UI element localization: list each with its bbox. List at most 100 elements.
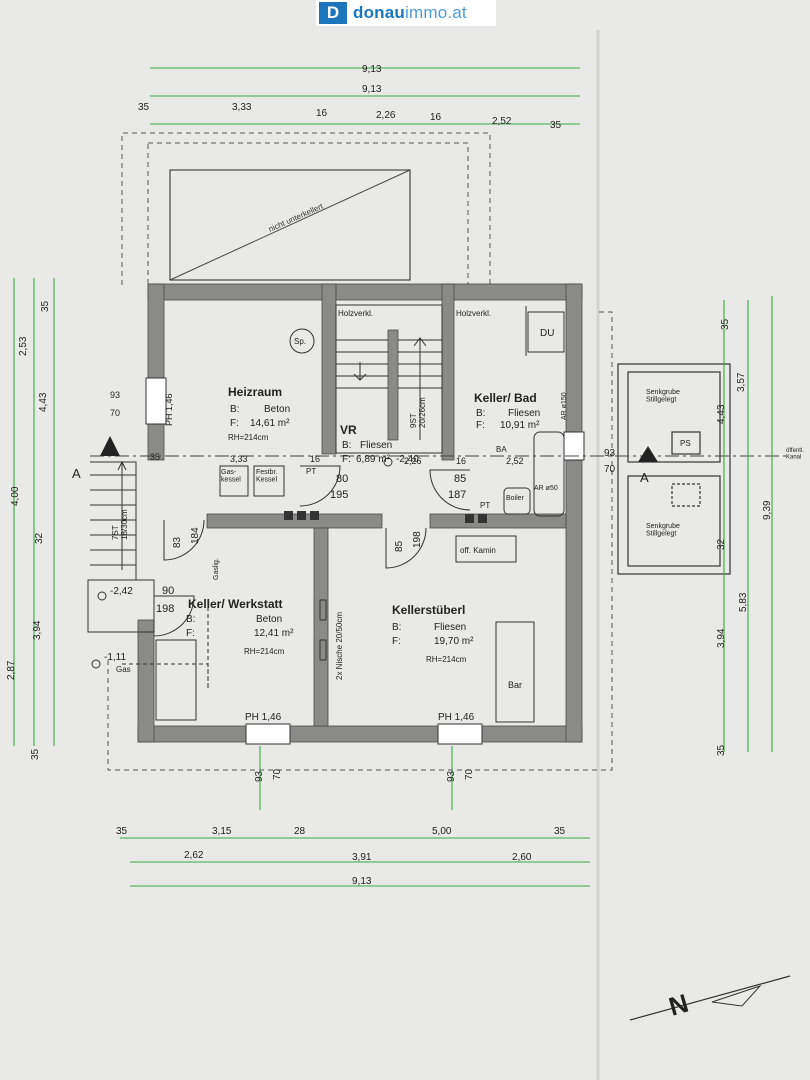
dim-top-252: 2,52: [492, 116, 512, 127]
exterior-stair-outline: [90, 461, 137, 581]
label-nische: 2x Nische 20/50cm: [335, 612, 344, 680]
dim-bottom-35b: 35: [554, 826, 566, 837]
room-bad-b: Fliesen: [508, 408, 540, 419]
septic-area: [617, 363, 731, 575]
dim-top-16a: 16: [316, 108, 328, 119]
label-252: 2,52: [506, 456, 524, 466]
fixture-festbr: [253, 465, 285, 497]
label-ph-bottom-2: PH 1,46: [438, 712, 475, 723]
label-north: N: [665, 988, 691, 1022]
label-du: DU: [540, 328, 554, 339]
ps-box: [671, 431, 701, 455]
label-bar: Bar: [508, 680, 522, 690]
dim-top-226: 2,26: [376, 110, 396, 121]
wall-right: [565, 283, 583, 743]
dim-bottom-28: 28: [294, 826, 306, 837]
room-heizraum-f: 14,61 m²: [250, 418, 290, 429]
room-labels: Heizraum B: Beton F: 14,61 m² RH=214cm V…: [186, 385, 540, 664]
dim-right-35b: 35: [716, 744, 727, 756]
fixtures: [219, 306, 565, 723]
wall-heizraum-vr: [321, 283, 337, 455]
label-195: 195: [330, 489, 348, 501]
label-pt-2: PT: [480, 501, 490, 510]
label-35-section: 35: [150, 452, 160, 462]
room-werkstatt-f-label: F:: [186, 628, 195, 639]
label-187: 187: [448, 489, 466, 501]
septic-outer: [617, 363, 731, 575]
room-werkstatt-rh: RH=214cm: [244, 647, 285, 656]
stair-core-wall: [387, 329, 399, 441]
room-stueberl-rh: RH=214cm: [426, 655, 467, 664]
label-gaskessel: Gas-kessel: [221, 469, 241, 484]
section-arrow-right: [638, 446, 658, 462]
dim-left-32: 32: [34, 532, 45, 544]
label-nicht-unterkellert: nicht unterkellert: [267, 201, 325, 233]
dim-bottom-262: 2,62: [184, 850, 204, 861]
dim-right-394: 3,94: [716, 628, 727, 648]
door-heizraum-arc: [299, 465, 341, 507]
dim-left-253: 2,53: [18, 336, 29, 356]
label-16b: 16: [456, 456, 466, 466]
fixture-gaskessel: [219, 465, 249, 497]
label-ph-left: PH 1,46: [164, 393, 174, 426]
label-section-a-right: A: [640, 470, 649, 485]
dim-left-443: 4,43: [38, 392, 49, 412]
label-festbr: Festbr.Kessel: [256, 469, 277, 484]
logo-text: donauimmo.at: [353, 3, 467, 23]
dim-left-400: 4,00: [10, 486, 21, 506]
niche-2: [319, 639, 327, 661]
label-198a: 198: [156, 603, 174, 615]
dim-right-35a: 35: [720, 318, 731, 330]
fixture-bathtub: [533, 431, 565, 517]
septic-tank-2: [627, 475, 721, 567]
label-boiler: Boiler: [506, 495, 525, 502]
room-heizraum-f-label: F:: [230, 418, 239, 429]
label-70d: 70: [464, 768, 475, 780]
fixture-kamin: [455, 535, 517, 563]
dim-right-443: 4,43: [716, 404, 727, 424]
room-stueberl-name: Kellerstüberl: [392, 603, 465, 617]
walls: [137, 283, 583, 743]
window-bottom-1: [245, 723, 291, 745]
label-ph-bottom-1: PH 1,46: [245, 712, 282, 723]
wall-vr-bad: [441, 283, 455, 461]
dim-bottom-500: 5,00: [432, 826, 452, 837]
room-bad-b-label: B:: [476, 408, 485, 419]
room-stueberl-b: Fliesen: [434, 622, 466, 633]
fixture-sp-circle: [289, 328, 315, 354]
fixture-boiler: [503, 487, 531, 515]
dim-bottom-913: 9,13: [352, 876, 372, 887]
dim-right-583: 5,83: [738, 592, 749, 612]
dim-bottom-391: 3,91: [352, 852, 372, 863]
landing: [87, 579, 155, 633]
label-stairs-outer: 7ST18/30cm: [111, 509, 129, 540]
fixture-bar: [495, 621, 535, 723]
window-left: [145, 377, 167, 425]
doors: [122, 465, 471, 721]
misc-labels: Holzverkl. Holzverkl. DU Sp. PH 1,46 PH …: [72, 309, 804, 1022]
room-heizraum-b-label: B:: [230, 404, 239, 415]
wall-top: [147, 283, 583, 301]
wall-werkstatt-stueberl: [313, 527, 329, 727]
dashed-upper-outline: [121, 132, 491, 285]
label-stairs-inner: 9ST20/26cm: [409, 397, 427, 428]
label-level-240: -2,40: [396, 454, 419, 465]
dim-bottom-35a: 35: [116, 826, 128, 837]
door-werkstatt-arc: [163, 519, 205, 561]
label-184: 184: [190, 527, 201, 544]
room-bad-name: Keller/ Bad: [474, 391, 537, 405]
room-vr-f: 6,89 m²: [356, 454, 391, 465]
dims-left: 35 2,53 4,43 4,00 32 3,94 2,87 35: [6, 300, 51, 760]
chimney-markers: [284, 511, 487, 523]
label-93b: 93: [604, 448, 616, 459]
dashed-outlines: [107, 132, 613, 771]
brand-logo[interactable]: D donauimmo.at: [316, 0, 496, 26]
room-bad-f: 10,91 m²: [500, 420, 540, 431]
label-70b: 70: [604, 464, 616, 475]
label-85b: 85: [394, 540, 405, 552]
section-arrow-left: [100, 436, 120, 456]
label-ps: PS: [680, 439, 691, 448]
unexcavated-box: [169, 169, 411, 281]
